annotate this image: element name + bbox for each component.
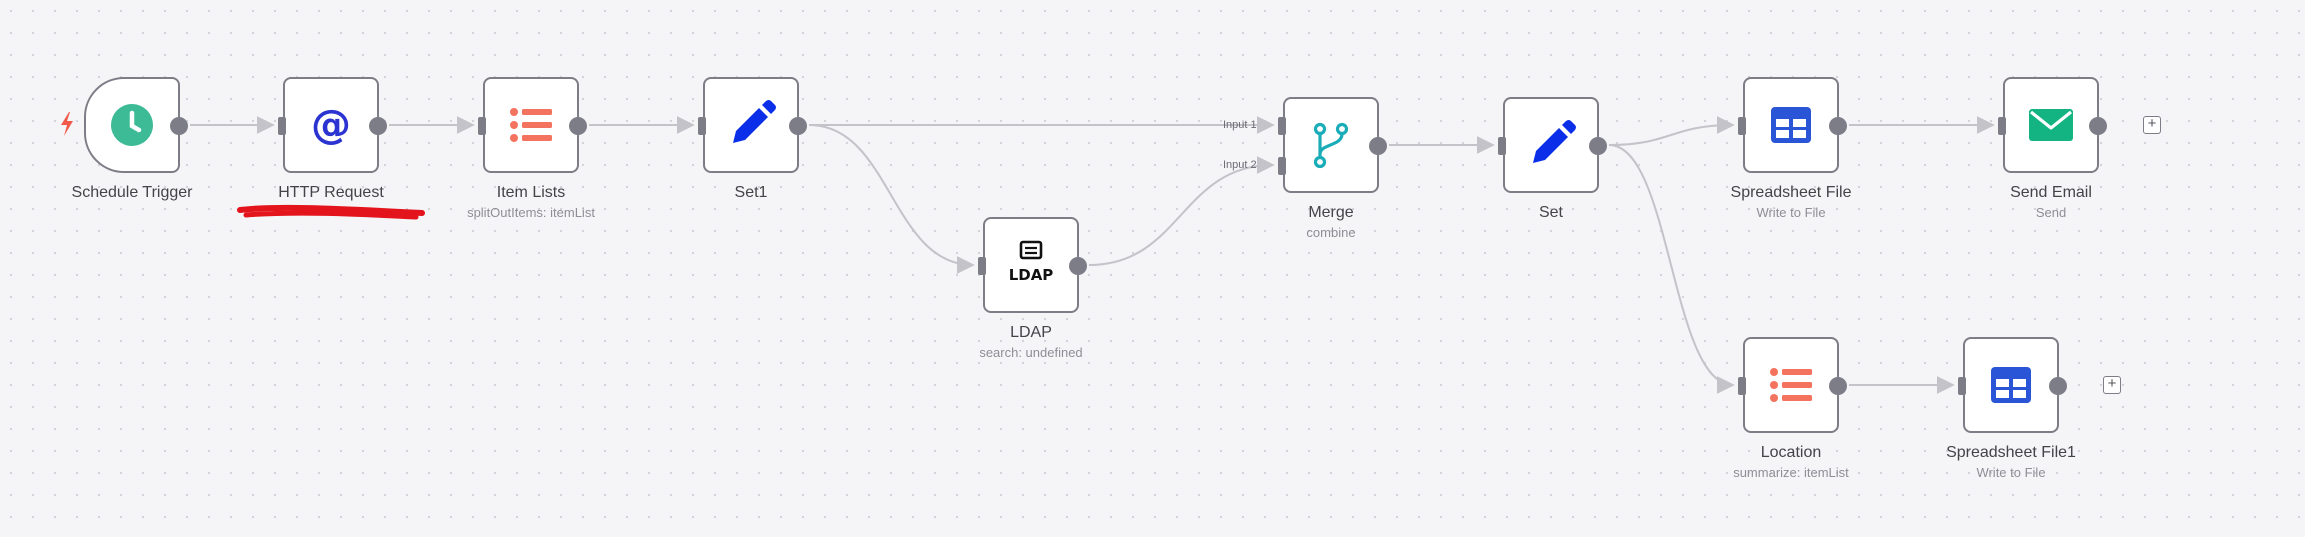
- node-spreadsheet-file1[interactable]: [1958, 337, 2067, 433]
- node-label: HTTP Request: [278, 184, 384, 201]
- output-handle[interactable]: [2049, 377, 2067, 395]
- node-label: Spreadsheet File1: [1946, 444, 2076, 461]
- node-label: Merge: [1308, 204, 1354, 221]
- svg-text:@: @: [311, 102, 351, 148]
- node-label: Set1: [734, 184, 768, 201]
- merge-icon: [1302, 116, 1360, 174]
- output-handle[interactable]: [2089, 117, 2107, 135]
- node-label: LDAP: [1010, 324, 1052, 341]
- list-icon: [502, 96, 560, 154]
- node-set1[interactable]: [698, 77, 807, 173]
- node-item-lists[interactable]: [478, 77, 587, 173]
- output-handle[interactable]: [369, 117, 387, 135]
- merge-input-2-label: Input 2: [1223, 159, 1257, 171]
- edge-ldap-to-merge-input2: [1088, 156, 1275, 266]
- input-handle[interactable]: [1738, 117, 1746, 135]
- input-handle[interactable]: [1998, 117, 2006, 135]
- node-spreadsheet-file[interactable]: [1738, 77, 1847, 173]
- node-label: Spreadsheet File: [1730, 184, 1852, 201]
- input-handle[interactable]: [478, 117, 486, 135]
- table-icon: [1762, 96, 1820, 154]
- input-handle[interactable]: [1958, 377, 1966, 395]
- edge-set-to-location: [1608, 144, 1735, 394]
- pencil-icon: [1522, 116, 1580, 174]
- input-handle[interactable]: [978, 257, 986, 275]
- output-handle[interactable]: [1829, 117, 1847, 135]
- output-handle[interactable]: [569, 117, 587, 135]
- envelope-icon: [2022, 96, 2080, 154]
- node-subtitle: Write to File: [1756, 205, 1826, 220]
- table-icon: [1982, 356, 2040, 414]
- at-sign-icon: @: [302, 96, 360, 154]
- add-node-button[interactable]: +: [2143, 116, 2161, 134]
- node-subtitle: Write to File: [1976, 465, 2046, 480]
- pencil-icon: [722, 96, 780, 154]
- edge-set1-to-ldap: [808, 124, 975, 274]
- node-subtitle: combine: [1306, 225, 1356, 240]
- output-handle[interactable]: [1589, 137, 1607, 155]
- input-handle[interactable]: [1498, 137, 1506, 155]
- node-subtitle: Send: [2035, 205, 2067, 220]
- ldap-icon: LDAP: [1002, 236, 1060, 294]
- node-send-email[interactable]: [1998, 77, 2107, 173]
- node-label: Location: [1760, 444, 1822, 461]
- node-schedule-trigger[interactable]: [84, 77, 188, 173]
- clock-icon: [103, 96, 161, 154]
- input-handle[interactable]: [278, 117, 286, 135]
- output-handle[interactable]: [1829, 377, 1847, 395]
- node-ldap[interactable]: LDAP: [978, 217, 1087, 313]
- node-label: Schedule Trigger: [71, 184, 193, 201]
- node-subtitle: splitOutItems: itemList: [467, 205, 595, 220]
- node-subtitle: summarize: itemList: [1733, 465, 1849, 480]
- node-label: Set: [1538, 204, 1563, 221]
- node-label: Item Lists: [496, 184, 566, 201]
- node-set[interactable]: [1498, 97, 1607, 193]
- edge-set-to-spreadsheet: [1608, 116, 1735, 146]
- node-label: Send Email: [2010, 184, 2092, 201]
- trigger-bolt-icon: [61, 112, 73, 136]
- red-scribble-annotation: [237, 204, 425, 220]
- input-handle-1[interactable]: [1278, 117, 1286, 135]
- input-handle[interactable]: [1738, 377, 1746, 395]
- output-handle[interactable]: [1369, 137, 1387, 155]
- list-icon: [1762, 356, 1820, 414]
- node-subtitle: search: undefined: [979, 345, 1083, 360]
- add-node-button[interactable]: +: [2103, 376, 2121, 394]
- merge-input-1-label: Input 1: [1223, 119, 1257, 131]
- input-handle-2[interactable]: [1278, 157, 1286, 175]
- node-merge[interactable]: [1278, 97, 1387, 193]
- node-location[interactable]: [1738, 337, 1847, 433]
- input-handle[interactable]: [698, 117, 706, 135]
- output-handle[interactable]: [789, 117, 807, 135]
- output-handle[interactable]: [170, 117, 188, 135]
- svg-text:LDAP: LDAP: [1009, 266, 1054, 284]
- output-handle[interactable]: [1069, 257, 1087, 275]
- node-http-request[interactable]: @: [278, 77, 387, 173]
